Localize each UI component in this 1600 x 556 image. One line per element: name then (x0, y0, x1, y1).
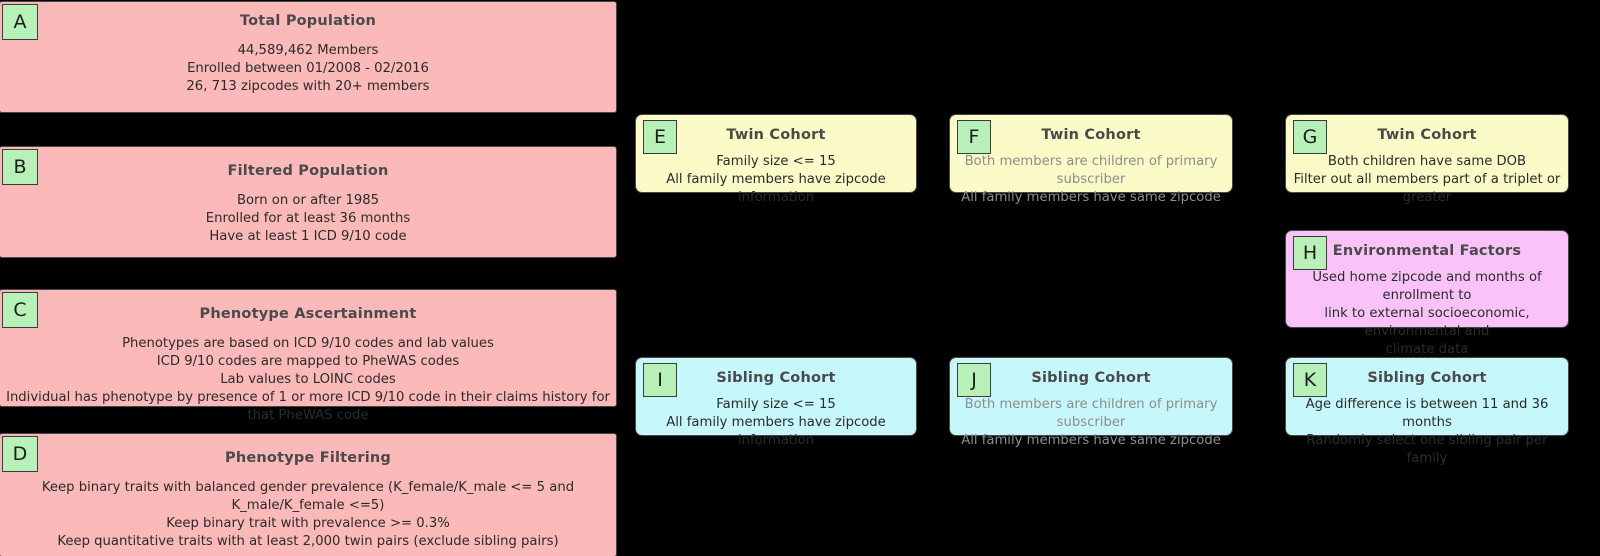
node-sibling-cohort-j[interactable]: J Sibling Cohort Both members are childr… (950, 358, 1232, 448)
node-badge-c: C (2, 292, 38, 328)
node-badge-k: K (1293, 363, 1327, 397)
node-badge-e: E (643, 120, 677, 154)
node-title-c: Phenotype Ascertainment (199, 306, 417, 322)
node-badge-h: H (1293, 236, 1327, 270)
node-twin-cohort-f[interactable]: F Twin Cohort Both members are children … (950, 115, 1232, 205)
node-badge-a: A (2, 4, 38, 40)
node-badge-d: D (2, 436, 38, 472)
node-filtered-population[interactable]: B Filtered Population Born on or after 1… (0, 147, 616, 257)
node-sibling-cohort-i[interactable]: I Sibling Cohort Family size <= 15 All f… (636, 358, 916, 448)
node-title-g: Twin Cohort (1377, 127, 1477, 143)
node-twin-cohort-e[interactable]: E Twin Cohort Family size <= 15 All fami… (636, 115, 916, 205)
node-title-h: Environmental Factors (1332, 243, 1522, 259)
node-title-k: Sibling Cohort (1367, 370, 1487, 386)
node-body-c: Phenotypes are based on ICD 9/10 codes a… (6, 336, 610, 423)
node-title-d: Phenotype Filtering (225, 450, 391, 466)
node-title-a: Total Population (239, 13, 377, 29)
node-title-i: Sibling Cohort (716, 370, 836, 386)
node-badge-b: B (2, 149, 38, 185)
node-twin-cohort-g[interactable]: G Twin Cohort Both children have same DO… (1286, 115, 1568, 205)
node-phenotype-ascertainment[interactable]: C Phenotype Ascertainment Phenotypes are… (0, 290, 616, 423)
node-body-j: Both members are children of primary sub… (961, 397, 1221, 448)
node-phenotype-filtering[interactable]: D Phenotype Filtering Keep binary traits… (0, 434, 616, 556)
node-title-f: Twin Cohort (1041, 127, 1141, 143)
node-total-population[interactable]: A Total Population 44,589,462 Members En… (0, 2, 616, 112)
node-sibling-cohort-k[interactable]: K Sibling Cohort Age difference is betwe… (1286, 358, 1568, 466)
node-body-f: Both members are children of primary sub… (961, 154, 1221, 205)
node-badge-f: F (957, 120, 991, 154)
node-title-j: Sibling Cohort (1031, 370, 1151, 386)
node-body-k: Age difference is between 11 and 36 mont… (1305, 397, 1549, 466)
node-body-b: Born on or after 1985 Enrolled for at le… (205, 193, 411, 244)
node-environmental-factors[interactable]: H Environmental Factors Used home zipcod… (1286, 231, 1568, 357)
node-body-g: Both children have same DOB Filter out a… (1293, 154, 1561, 205)
node-title-b: Filtered Population (227, 163, 389, 179)
node-body-h: Used home zipcode and months of enrollme… (1312, 270, 1542, 357)
node-title-e: Twin Cohort (726, 127, 826, 143)
node-badge-j: J (957, 363, 991, 397)
node-badge-g: G (1293, 120, 1327, 154)
node-badge-i: I (643, 363, 677, 397)
node-body-i: Family size <= 15 All family members hav… (666, 397, 886, 448)
node-body-a: 44,589,462 Members Enrolled between 01/2… (186, 43, 430, 94)
node-body-e: Family size <= 15 All family members hav… (666, 154, 886, 205)
node-body-d: Keep binary traits with balanced gender … (41, 480, 575, 549)
